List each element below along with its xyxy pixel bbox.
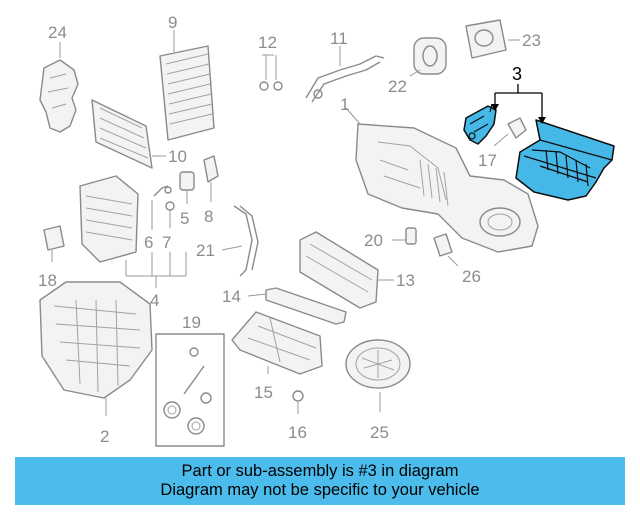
banner-line-1: Part or sub-assembly is #3 in diagram <box>181 462 459 480</box>
callout-3: 3 <box>512 64 522 84</box>
callout-17: 17 <box>478 151 497 170</box>
callout-2: 2 <box>100 427 109 446</box>
callout-15: 15 <box>254 383 273 402</box>
callout-24: 24 <box>48 23 67 42</box>
callout-21: 21 <box>196 241 215 260</box>
callout-14: 14 <box>222 287 241 306</box>
part-22-gasket: 22 <box>388 37 447 96</box>
part-26-resistor: 26 <box>433 233 481 286</box>
part-20-pin: 20 <box>364 227 417 250</box>
part-16-grommet: 16 <box>288 390 307 442</box>
part-23-gasket: 23 <box>465 19 541 59</box>
part-19-kit: 19 <box>155 313 225 447</box>
callout-26: 26 <box>462 267 481 286</box>
callout-10: 10 <box>168 147 187 166</box>
part-13-cabin-filter: 13 <box>299 231 415 309</box>
callout-5: 5 <box>180 209 189 228</box>
part-3-actuator <box>463 105 497 145</box>
callout-7: 7 <box>162 233 171 252</box>
part-21-drain-hose: 21 <box>196 205 259 277</box>
callout-20: 20 <box>364 231 383 250</box>
part-2-lower-housing: 2 <box>39 281 153 446</box>
part-18-bracket: 18 <box>38 225 65 290</box>
callout-8: 8 <box>204 207 213 226</box>
part-1-hvac-housing: 1 <box>340 95 539 253</box>
callout-19: 19 <box>182 313 201 332</box>
part-7-clip: 7 <box>162 201 175 252</box>
part-12-seals: 12 <box>258 33 283 91</box>
part-25-blower-motor: 25 <box>345 339 411 442</box>
callout-23: 23 <box>522 31 541 50</box>
parts-diagram: 24 9 12 11 22 23 <box>38 13 615 447</box>
part-3-highlighted-assembly: 3 <box>463 64 615 201</box>
part-3-housing-section <box>515 119 615 201</box>
callout-6: 6 <box>144 233 153 252</box>
callout-22: 22 <box>388 77 407 96</box>
callout-13: 13 <box>396 271 415 290</box>
part-11-ac-line: 11 <box>305 29 385 103</box>
part-15-tray: 15 <box>231 311 323 402</box>
part-14-strip: 14 <box>222 287 347 325</box>
part-10-heater-core: 10 <box>91 99 187 169</box>
callout-16: 16 <box>288 423 307 442</box>
part-5-sensor: 5 <box>179 171 195 228</box>
callout-11: 11 <box>330 29 348 48</box>
callout-12: 12 <box>258 33 277 52</box>
callout-4: 4 <box>150 291 159 310</box>
part-8-sensor: 8 <box>203 155 219 226</box>
info-banner: Part or sub-assembly is #3 in diagram Di… <box>15 457 625 505</box>
callout-18: 18 <box>38 271 57 290</box>
part-4-evaporator: 4 <box>79 175 187 310</box>
callout-1: 1 <box>340 95 349 114</box>
part-24-bracket: 24 <box>39 23 79 133</box>
callout-25: 25 <box>370 423 389 442</box>
banner-line-2: Diagram may not be specific to your vehi… <box>160 481 480 499</box>
part-17-clip: 17 <box>478 117 527 170</box>
part-6-hose: 6 <box>144 185 172 252</box>
callout-9: 9 <box>168 13 177 32</box>
part-9-core: 9 <box>159 13 215 141</box>
